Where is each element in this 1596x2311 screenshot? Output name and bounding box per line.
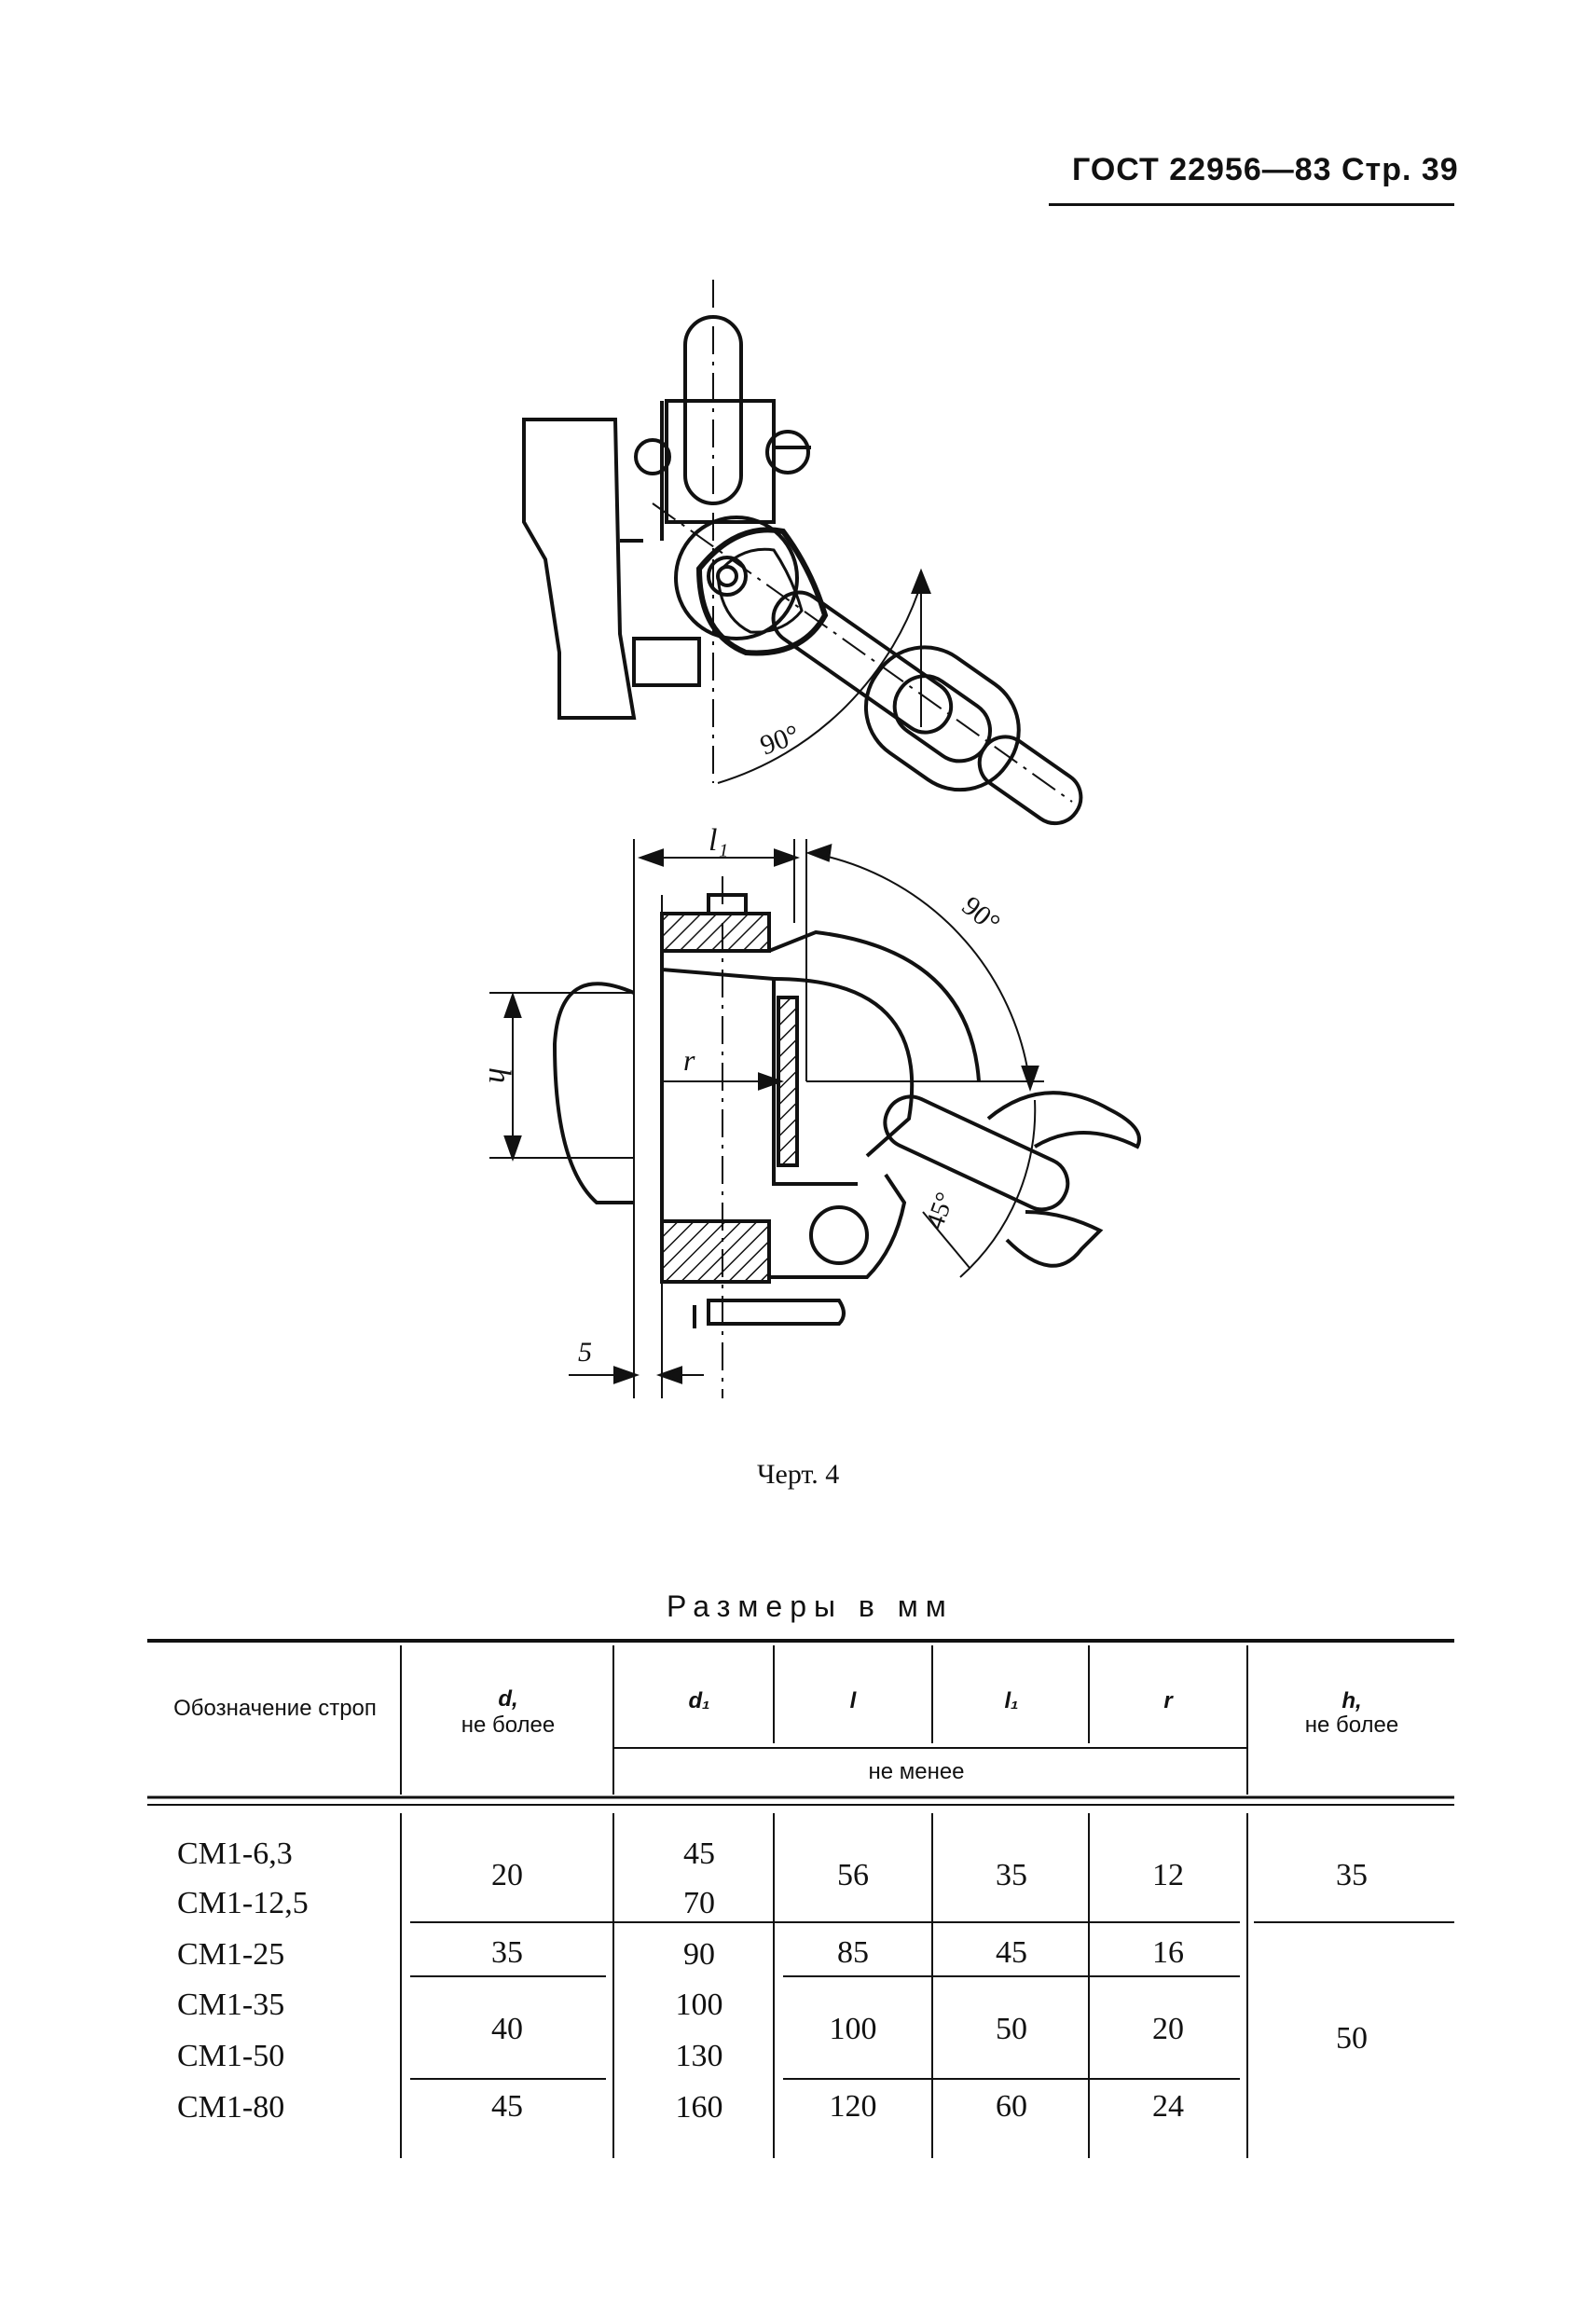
dim-label-h: h: [482, 1067, 516, 1083]
designation-cell: СМ1-80: [177, 2090, 285, 2125]
d1-cell: 100: [675, 1988, 723, 2022]
l-cell: 85: [837, 1935, 869, 1970]
r-cell: 12: [1152, 1858, 1184, 1892]
designation-cell: СМ1-25: [177, 1937, 285, 1972]
l1-cell: 35: [996, 1858, 1027, 1892]
d-cell: 35: [491, 1935, 523, 1970]
l1-cell: 50: [996, 2012, 1027, 2046]
header-d1: d₁: [688, 1688, 710, 1713]
figure-caption: Черт. 4: [757, 1459, 840, 1490]
d1-cell: 90: [683, 1937, 715, 1972]
l-cell: 56: [837, 1858, 869, 1892]
dim-label-l1: l₁: [709, 823, 728, 858]
dim-label-r: r: [683, 1043, 695, 1077]
l1-cell: 60: [996, 2089, 1027, 2124]
d-cell: 20: [491, 1858, 523, 1892]
d1-cell: 130: [675, 2039, 723, 2073]
d1-cell: 45: [683, 1836, 715, 1871]
upper-view: [522, 280, 1083, 826]
dim-label-5: 5: [578, 1337, 592, 1368]
r-cell: 24: [1152, 2089, 1184, 2124]
l-cell: 120: [829, 2089, 877, 2124]
designation-cell: СМ1-35: [177, 1988, 285, 2022]
d-cell: 40: [491, 2012, 523, 2046]
r-cell: 20: [1152, 2012, 1184, 2046]
designation-cell: СМ1-6,3: [177, 1836, 293, 1871]
header-rule: [1049, 203, 1454, 206]
d-cell: 45: [491, 2089, 523, 2124]
r-cell: 16: [1152, 1935, 1184, 1970]
header-r: r: [1163, 1688, 1173, 1713]
header-d: d,: [498, 1686, 518, 1712]
header-not-less: не менее: [868, 1759, 965, 1784]
l1-cell: 45: [996, 1935, 1027, 1970]
header-d-note: не более: [461, 1713, 556, 1738]
h-cell: 50: [1336, 2021, 1368, 2056]
d1-cell: 70: [683, 1886, 715, 1920]
d1-cell: 160: [675, 2090, 723, 2125]
page-header: ГОСТ 22956—83 Стр. 39: [1072, 152, 1459, 187]
header-designation: Обозначение строп: [173, 1696, 377, 1721]
l-cell: 100: [829, 2012, 877, 2046]
lower-view: [489, 839, 1141, 1398]
h-cell: 35: [1336, 1858, 1368, 1892]
designation-cell: СМ1-50: [177, 2039, 285, 2073]
technical-drawing: 90°: [482, 280, 1141, 1398]
header-h-note: не более: [1304, 1713, 1399, 1738]
units-title: Размеры в мм: [667, 1589, 954, 1623]
header-l: l: [849, 1688, 857, 1713]
header-h: h,: [1341, 1688, 1362, 1713]
designation-cell: СМ1-12,5: [177, 1886, 309, 1920]
header-l1: l₁: [1004, 1688, 1019, 1713]
